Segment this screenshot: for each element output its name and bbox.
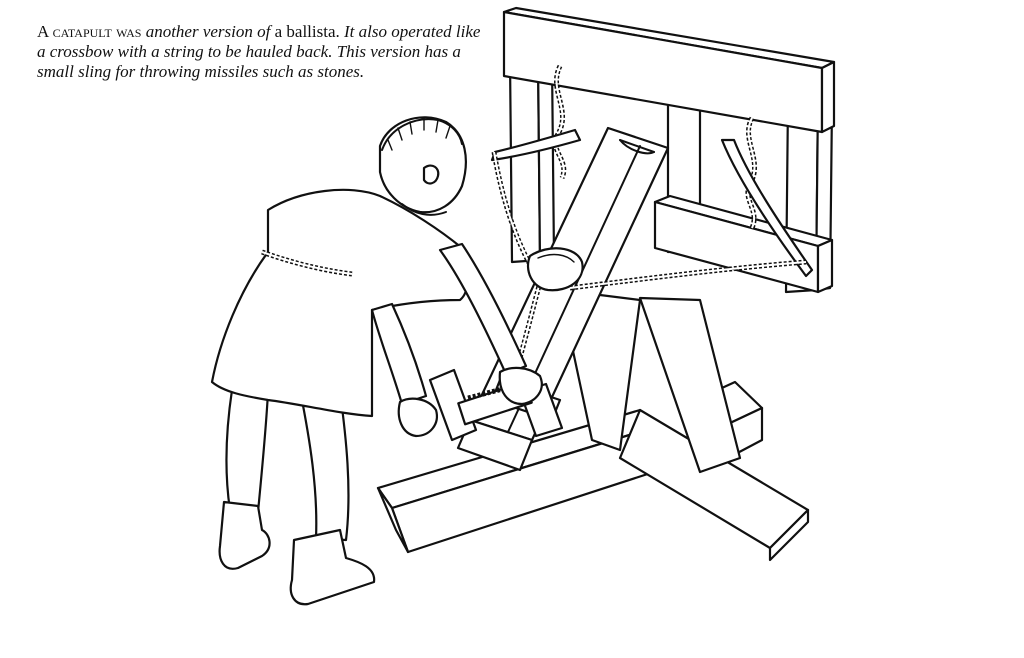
arm-left	[370, 302, 428, 406]
boot-rear	[218, 500, 271, 570]
caption-ballista: ballista.	[282, 22, 345, 41]
catapult-frame	[376, 6, 836, 562]
leg-front	[298, 388, 350, 542]
sling-with-stone	[526, 247, 584, 292]
leg-rear	[225, 388, 270, 514]
brace-right	[638, 296, 742, 474]
caption-article: a	[274, 22, 283, 41]
soldier-figure	[210, 116, 543, 606]
caption-italic-2: It also operated like a crossbow with a …	[37, 22, 481, 81]
hand-left	[397, 397, 438, 438]
bow-arm-right	[720, 138, 814, 278]
ear	[422, 164, 440, 185]
bow-arm-left	[490, 128, 582, 162]
caption-lead: A catapult was	[37, 22, 142, 41]
caption-text: A catapult was another version of a ball…	[37, 22, 487, 82]
arm-right	[438, 242, 528, 376]
caption-italic-1: another version of	[141, 22, 275, 41]
head	[378, 116, 467, 214]
hand-right	[498, 366, 543, 406]
boot-front	[289, 528, 376, 606]
tunic	[210, 188, 469, 418]
